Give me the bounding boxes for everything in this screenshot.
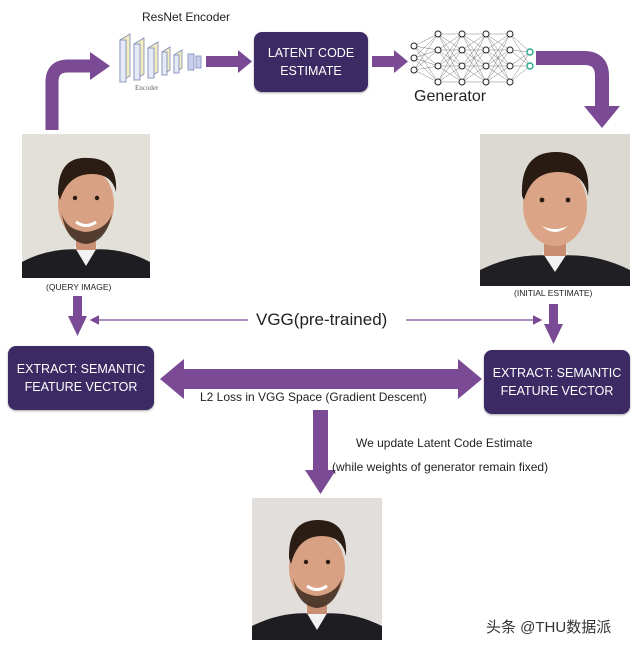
loss-label: L2 Loss in VGG Space (Gradient Descent) [200, 390, 427, 404]
arrow-query-to-encoder [45, 59, 92, 130]
arrow-encoder-to-latent-head [238, 50, 252, 73]
update-note-line1: We update Latent Code Estimate [356, 436, 533, 450]
arrow-latent-to-generator-head [394, 50, 408, 73]
initial-estimate-image [480, 134, 630, 286]
arrow-latent-to-generator [372, 56, 396, 67]
loss-arrow-left-head [160, 359, 184, 399]
generator-label: Generator [414, 88, 487, 105]
watermark: 头条 @THU数据派 [486, 619, 612, 636]
arrow-update-down [313, 410, 328, 472]
extract-box-right: EXTRACT: SEMANTIC FEATURE VECTOR [484, 350, 630, 414]
arrow-query-to-extract-head [68, 316, 87, 336]
arrow-encoder-to-latent [206, 56, 240, 67]
loss-arrow-right-head [458, 359, 482, 399]
extract-box-left: EXTRACT: SEMANTIC FEATURE VECTOR [8, 346, 154, 410]
encoder-title: ResNet Encoder [142, 10, 231, 24]
arrow-query-to-extract [73, 296, 82, 318]
arrow-generator-to-initial-head [584, 106, 620, 128]
extract-right-line1: EXTRACT: SEMANTIC [492, 366, 622, 380]
arrow-query-to-encoder-head [90, 52, 110, 80]
final-image [252, 498, 382, 640]
extract-right-line2: FEATURE VECTOR [500, 384, 614, 398]
arrow-generator-to-initial [536, 51, 609, 108]
extract-left-line1: EXTRACT: SEMANTIC [16, 362, 146, 376]
initial-estimate-caption: (INITIAL ESTIMATE) [514, 288, 593, 298]
loss-arrow-shaft [182, 369, 460, 389]
latent-code-box: LATENT CODE ESTIMATE [254, 32, 368, 92]
vgg-label: VGG(pre-trained) [256, 310, 388, 329]
extract-left-line2: FEATURE VECTOR [24, 380, 138, 394]
generator-network-icon [410, 30, 534, 86]
encoder-caption: Encoder [135, 84, 159, 92]
query-image-caption: (QUERY IMAGE) [46, 282, 112, 292]
arrow-update-down-head [305, 470, 336, 494]
latent-code-line1: LATENT CODE [267, 46, 355, 60]
query-image [22, 134, 150, 278]
arrow-initial-to-extract [549, 304, 558, 326]
update-note-line2: (while weights of generator remain fixed… [332, 460, 549, 474]
encoder-icon [119, 33, 202, 83]
latent-code-line2: ESTIMATE [280, 64, 342, 78]
arrow-initial-to-extract-head [544, 324, 563, 344]
